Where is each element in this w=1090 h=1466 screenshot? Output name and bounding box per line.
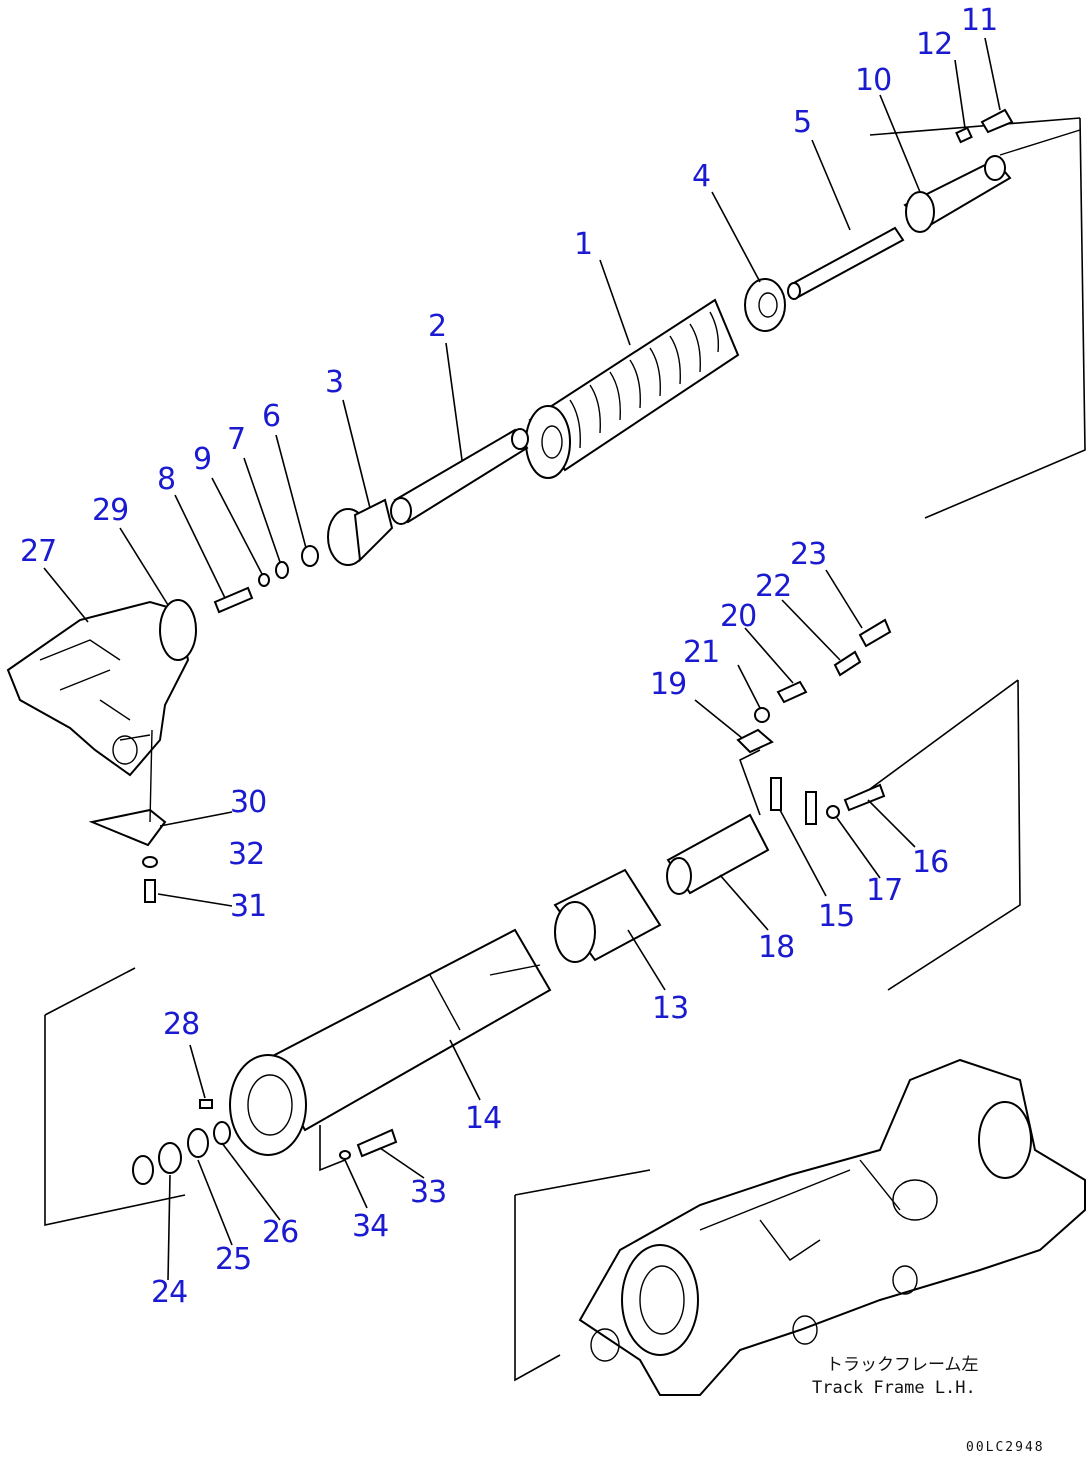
callout-leader-lines [43, 37, 1001, 1281]
callout-13: 13 [652, 991, 689, 1026]
callout-33: 33 [410, 1175, 447, 1210]
callout-15: 15 [818, 899, 855, 934]
part-5-rod [787, 226, 905, 300]
callout-3: 3 [325, 365, 344, 400]
callout-28: 28 [163, 1007, 200, 1042]
callout-24: 24 [151, 1275, 188, 1310]
callout-20: 20 [720, 599, 757, 634]
callout-11: 11 [961, 3, 998, 38]
callout-22: 22 [755, 569, 792, 604]
callout-26: 26 [262, 1215, 299, 1250]
part-24-28-rings [132, 1099, 398, 1185]
part-14-tube-housing [229, 928, 552, 1156]
assembly-frame-lines [44, 117, 1086, 1382]
callout-10: 10 [855, 63, 892, 98]
callout-17: 17 [866, 873, 903, 908]
track-frame-inset [578, 1058, 1086, 1396]
callout-18: 18 [758, 930, 795, 965]
callout-8: 8 [157, 462, 176, 497]
part-1-spring [525, 298, 740, 479]
part-4-nut [744, 278, 786, 332]
callout-1: 1 [574, 227, 593, 262]
part-2-pipe [390, 428, 529, 525]
callout-23: 23 [790, 537, 827, 572]
callout-25: 25 [215, 1242, 252, 1277]
part-6-washer [301, 545, 319, 567]
drawing-code: 00LC2948 [966, 1440, 1045, 1455]
callout-16: 16 [912, 845, 949, 880]
inset-caption-english: Track Frame L.H. [812, 1378, 976, 1398]
part-30-31-32-cover [88, 729, 167, 903]
part-13-sleeve [553, 868, 662, 963]
callout-12: 12 [916, 27, 953, 62]
callout-2: 2 [428, 309, 447, 344]
callout-19: 19 [650, 667, 687, 702]
callout-7: 7 [227, 422, 246, 457]
part-18-cylinder [666, 813, 770, 895]
callout-29: 29 [92, 493, 129, 528]
callout-21: 21 [683, 635, 720, 670]
callout-27: 27 [20, 534, 57, 569]
part-7-9-washers [258, 561, 289, 587]
part-10-11-12-tube [903, 108, 1081, 233]
callout-30: 30 [230, 785, 267, 820]
callout-9: 9 [193, 442, 212, 477]
part-8-bolt [213, 586, 254, 614]
part-19-23-fittings [736, 618, 892, 754]
part-3-cap [327, 498, 394, 566]
callout-32: 32 [228, 837, 265, 872]
callout-14: 14 [465, 1101, 502, 1136]
callout-4: 4 [692, 159, 711, 194]
callout-5: 5 [793, 105, 812, 140]
callout-31: 31 [230, 889, 267, 924]
callout-34: 34 [352, 1209, 389, 1244]
part-15-16-17-plate [770, 777, 886, 825]
part-27-29-yoke [6, 599, 197, 777]
callout-6: 6 [262, 399, 281, 434]
inset-caption-japanese: トラックフレーム左 [826, 1355, 979, 1375]
